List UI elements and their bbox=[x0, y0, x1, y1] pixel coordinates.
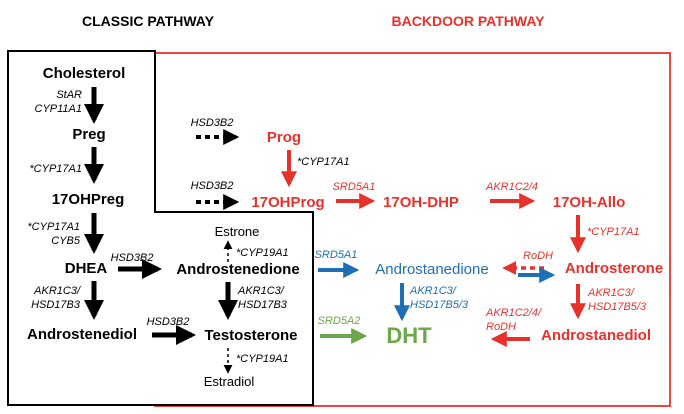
cyp17a1-enzyme-classic-1: *CYP17A1 bbox=[29, 163, 82, 175]
akr1c3-enzyme-b: AKR1C3/ bbox=[237, 285, 285, 297]
srd5a1-enzyme-a: SRD5A1 bbox=[333, 181, 376, 193]
dhea-label: DHEA bbox=[65, 260, 108, 277]
estradiol-label: Estradiol bbox=[204, 374, 255, 389]
17ohpreg-label: 17OHPreg bbox=[52, 191, 125, 208]
cyp11a1-enzyme: CYP11A1 bbox=[35, 103, 83, 115]
17ohprog-label: 17OHProg bbox=[251, 194, 324, 211]
testosterone-label: Testosterone bbox=[204, 327, 297, 344]
srd5a2-enzyme: SRD5A2 bbox=[318, 315, 361, 327]
17ohallo-label: 17OH-Allo bbox=[553, 194, 626, 211]
akr1c3-enzyme-d: AKR1C3/ bbox=[409, 285, 457, 297]
cyp17a1-enzyme-c: *CYP17A1 bbox=[297, 156, 350, 168]
rodh-enzyme-b: RoDH bbox=[486, 321, 516, 333]
preg-label: Preg bbox=[72, 126, 105, 143]
hsd17b3-enzyme-a: HSD17B3 bbox=[31, 299, 81, 311]
prog-label: Prog bbox=[267, 129, 301, 146]
rodh-enzyme-a: RoDH bbox=[523, 250, 553, 262]
hsd17b3-enzyme-b: HSD17B3 bbox=[238, 299, 288, 311]
cholesterol-label: Cholesterol bbox=[43, 65, 126, 82]
hsd3b2-enzyme-b: HSD3B2 bbox=[147, 316, 190, 328]
androsterone-label: Androsterone bbox=[565, 260, 663, 277]
akr1c3-enzyme-a: AKR1C3/ bbox=[33, 285, 81, 297]
androstanedione-label: Androstanedione bbox=[375, 261, 488, 278]
akr1c3-enzyme-c: AKR1C3/ bbox=[587, 287, 635, 299]
hsd3b2-enzyme-a: HSD3B2 bbox=[111, 252, 154, 264]
dht-label: DHT bbox=[386, 323, 432, 348]
17ohdhp-label: 17OH-DHP bbox=[383, 194, 459, 211]
hsd3b2-enzyme-d: HSD3B2 bbox=[191, 180, 234, 192]
star-enzyme: StAR bbox=[56, 89, 82, 101]
cyb5-enzyme: CYB5 bbox=[51, 235, 81, 247]
hsd3b2-enzyme-c: HSD3B2 bbox=[191, 117, 234, 129]
backdoor-pathway-header: BACKDOOR PATHWAY bbox=[392, 13, 546, 29]
cyp17a1-enzyme-classic-2: *CYP17A1 bbox=[27, 221, 80, 233]
hsd17b53-enzyme-b: HSD17B5/3 bbox=[410, 299, 469, 311]
hsd17b53-enzyme-a: HSD17B5/3 bbox=[588, 301, 647, 313]
srd5a1-enzyme-b: SRD5A1 bbox=[315, 249, 358, 261]
akr1c24-enzyme-a: AKR1C2/4 bbox=[485, 181, 538, 193]
cyp19a1-enzyme-a: *CYP19A1 bbox=[236, 247, 289, 259]
androstanediol-label: Androstanediol bbox=[541, 327, 651, 344]
akr1c24-enzyme-b: AKR1C2/4/ bbox=[485, 307, 542, 319]
androstenedione-label: Androstenedione bbox=[176, 261, 299, 278]
estrone-label: Estrone bbox=[215, 224, 260, 239]
cyp19a1-enzyme-b: *CYP19A1 bbox=[236, 353, 289, 365]
cyp17a1-enzyme-d: *CYP17A1 bbox=[587, 226, 640, 238]
androstenediol-label: Androstenediol bbox=[27, 326, 137, 343]
classic-pathway-header: CLASSIC PATHWAY bbox=[82, 13, 215, 29]
